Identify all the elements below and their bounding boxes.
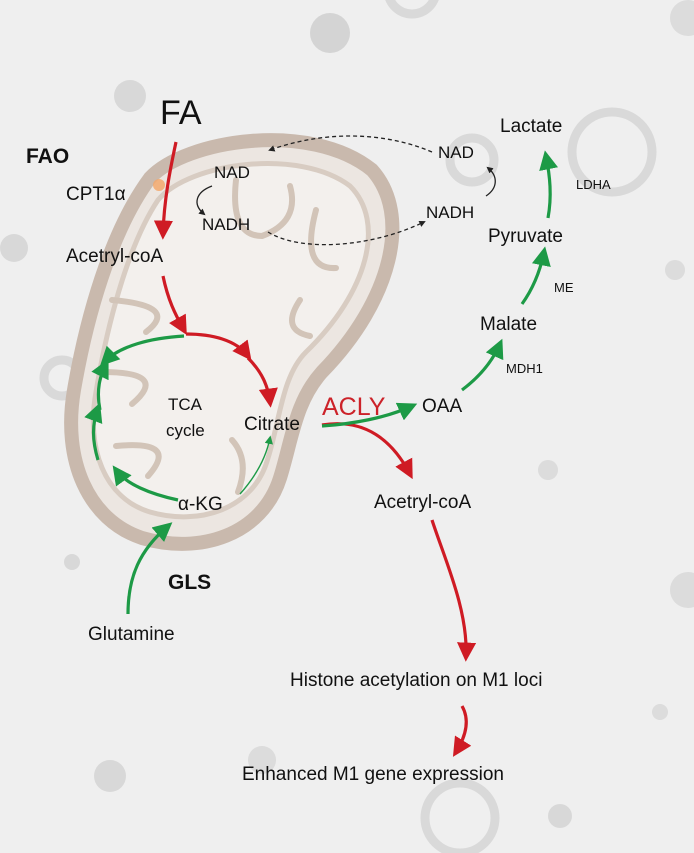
arrow-akg-to-citrate <box>239 435 273 495</box>
arrow-nad-to-nadh-mito <box>196 185 213 216</box>
arrow-tca-left-upper <box>91 358 109 411</box>
me-label: ME <box>554 280 574 295</box>
arrow-nadh-mito-to-cyto <box>267 221 426 246</box>
mitochondrion-cristae <box>99 177 339 495</box>
tca-label: TCA <box>168 395 203 414</box>
arrow-citrate-to-oaa <box>321 402 418 428</box>
acetyl-coa-cyto-label: Acetryl-coA <box>374 492 471 513</box>
arrow-malate-to-pyruvate <box>520 246 551 305</box>
pyruvate-label: Pyruvate <box>488 226 563 247</box>
arrow-akg-to-left <box>112 465 179 502</box>
enhanced-expression-label: Enhanced M1 gene expression <box>242 764 504 785</box>
arrow-acetylcoa-to-tca <box>161 275 187 336</box>
arrow-to-citrate <box>246 356 278 408</box>
mdh1-label: MDH1 <box>506 361 543 376</box>
gls-label: GLS <box>168 571 211 594</box>
arrow-acetylcoa-to-histone <box>430 519 477 662</box>
mitochondrion-inner-membrane <box>90 161 371 520</box>
arrow-glutamine-to-akg <box>126 522 173 615</box>
nad-mito-label: NAD <box>214 163 250 182</box>
arrow-tca-top-left <box>99 334 185 367</box>
cpt1a-dot <box>153 179 165 191</box>
arrow-tca-left <box>84 402 103 461</box>
histone-label: Histone acetylation on M1 loci <box>290 670 542 691</box>
oaa-label: OAA <box>422 396 462 417</box>
lactate-label: Lactate <box>500 116 562 137</box>
nad-cyto-label: NAD <box>438 143 474 162</box>
green-arrows <box>84 150 559 615</box>
arrow-nadh-to-nad-cyto <box>485 166 496 197</box>
arrow-tca-top-right <box>185 332 252 361</box>
arrow-pyruvate-to-lactate <box>539 150 559 219</box>
shuttle-arrows <box>196 135 496 246</box>
ldha-label: LDHA <box>576 177 611 192</box>
cpt1a-label: CPT1α <box>66 184 126 205</box>
acetyl-coa-mito-label: Acetryl-coA <box>66 246 163 267</box>
citrate-label: Citrate <box>244 414 300 435</box>
malate-label: Malate <box>480 314 537 335</box>
cycle-label: cycle <box>166 421 205 440</box>
arrow-oaa-to-malate <box>461 338 504 392</box>
nadh-mito-label: NADH <box>202 215 250 234</box>
fa-label: FA <box>160 94 202 132</box>
acly-label: ACLY <box>322 393 386 421</box>
nadh-cyto-label: NADH <box>426 203 474 222</box>
arrow-fa-to-acetylcoa <box>153 141 178 240</box>
arrow-citrate-to-acetylcoa <box>321 422 413 480</box>
glutamine-label: Glutamine <box>88 624 175 645</box>
arrow-histone-to-expression <box>452 705 472 757</box>
fao-label: FAO <box>26 145 69 168</box>
background-bubbles <box>0 0 694 828</box>
akg-label: α-KG <box>178 494 223 515</box>
